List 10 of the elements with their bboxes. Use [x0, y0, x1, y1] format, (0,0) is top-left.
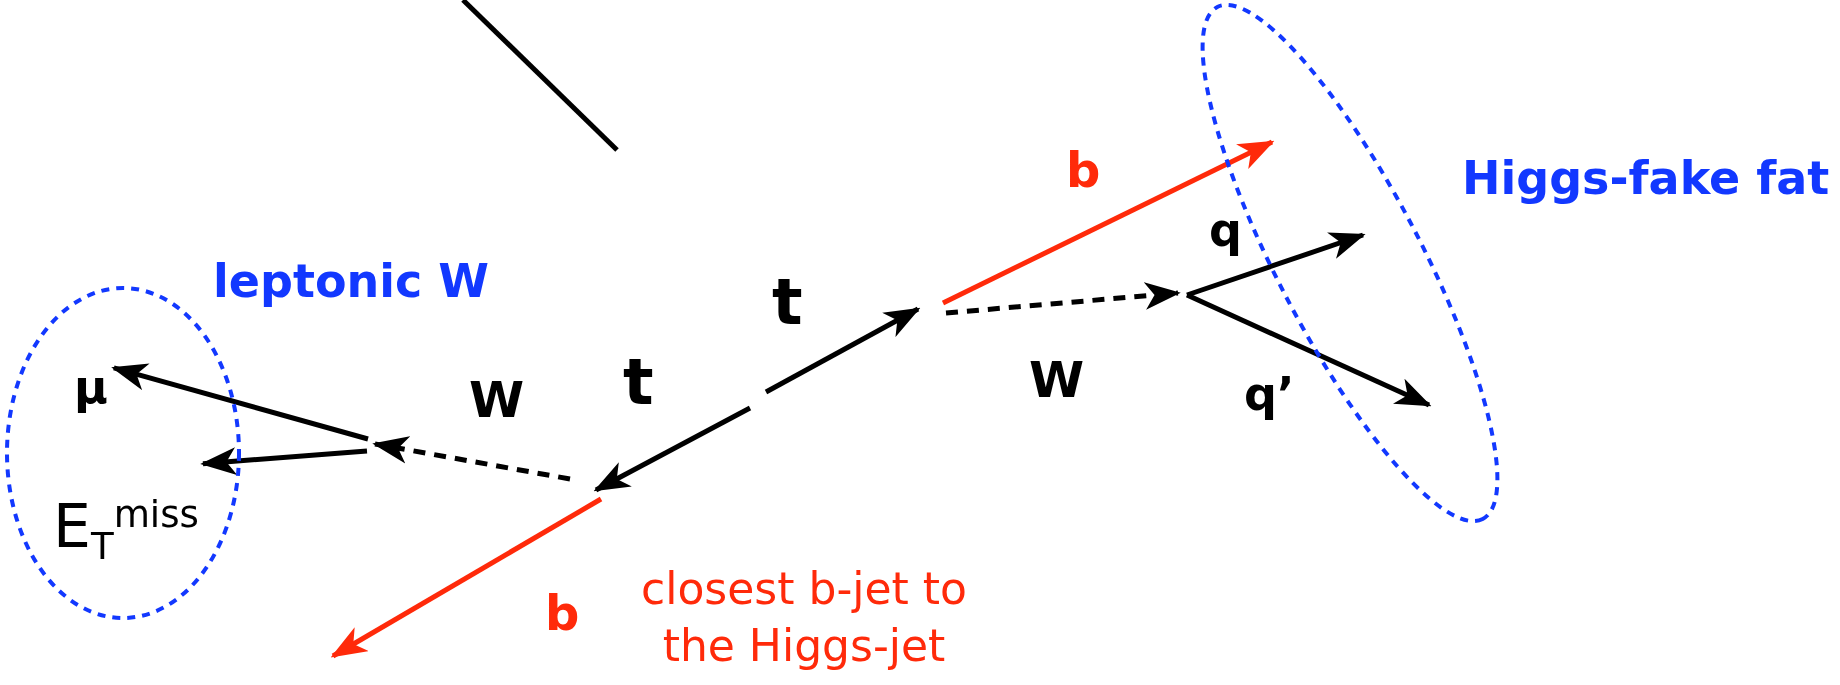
annotation-text: closest b-jet to the Higgs-jet: [640, 562, 968, 674]
particle-label: W: [469, 375, 525, 425]
arrow: [200, 447, 368, 475]
particle-label: t: [772, 270, 803, 334]
particle-label: μ: [68, 358, 114, 416]
particle-label: b: [545, 589, 580, 637]
particle-label: b: [1066, 146, 1101, 194]
arrow: [111, 363, 369, 442]
particle-label: W: [1029, 355, 1085, 405]
particle-label: t: [623, 350, 654, 414]
